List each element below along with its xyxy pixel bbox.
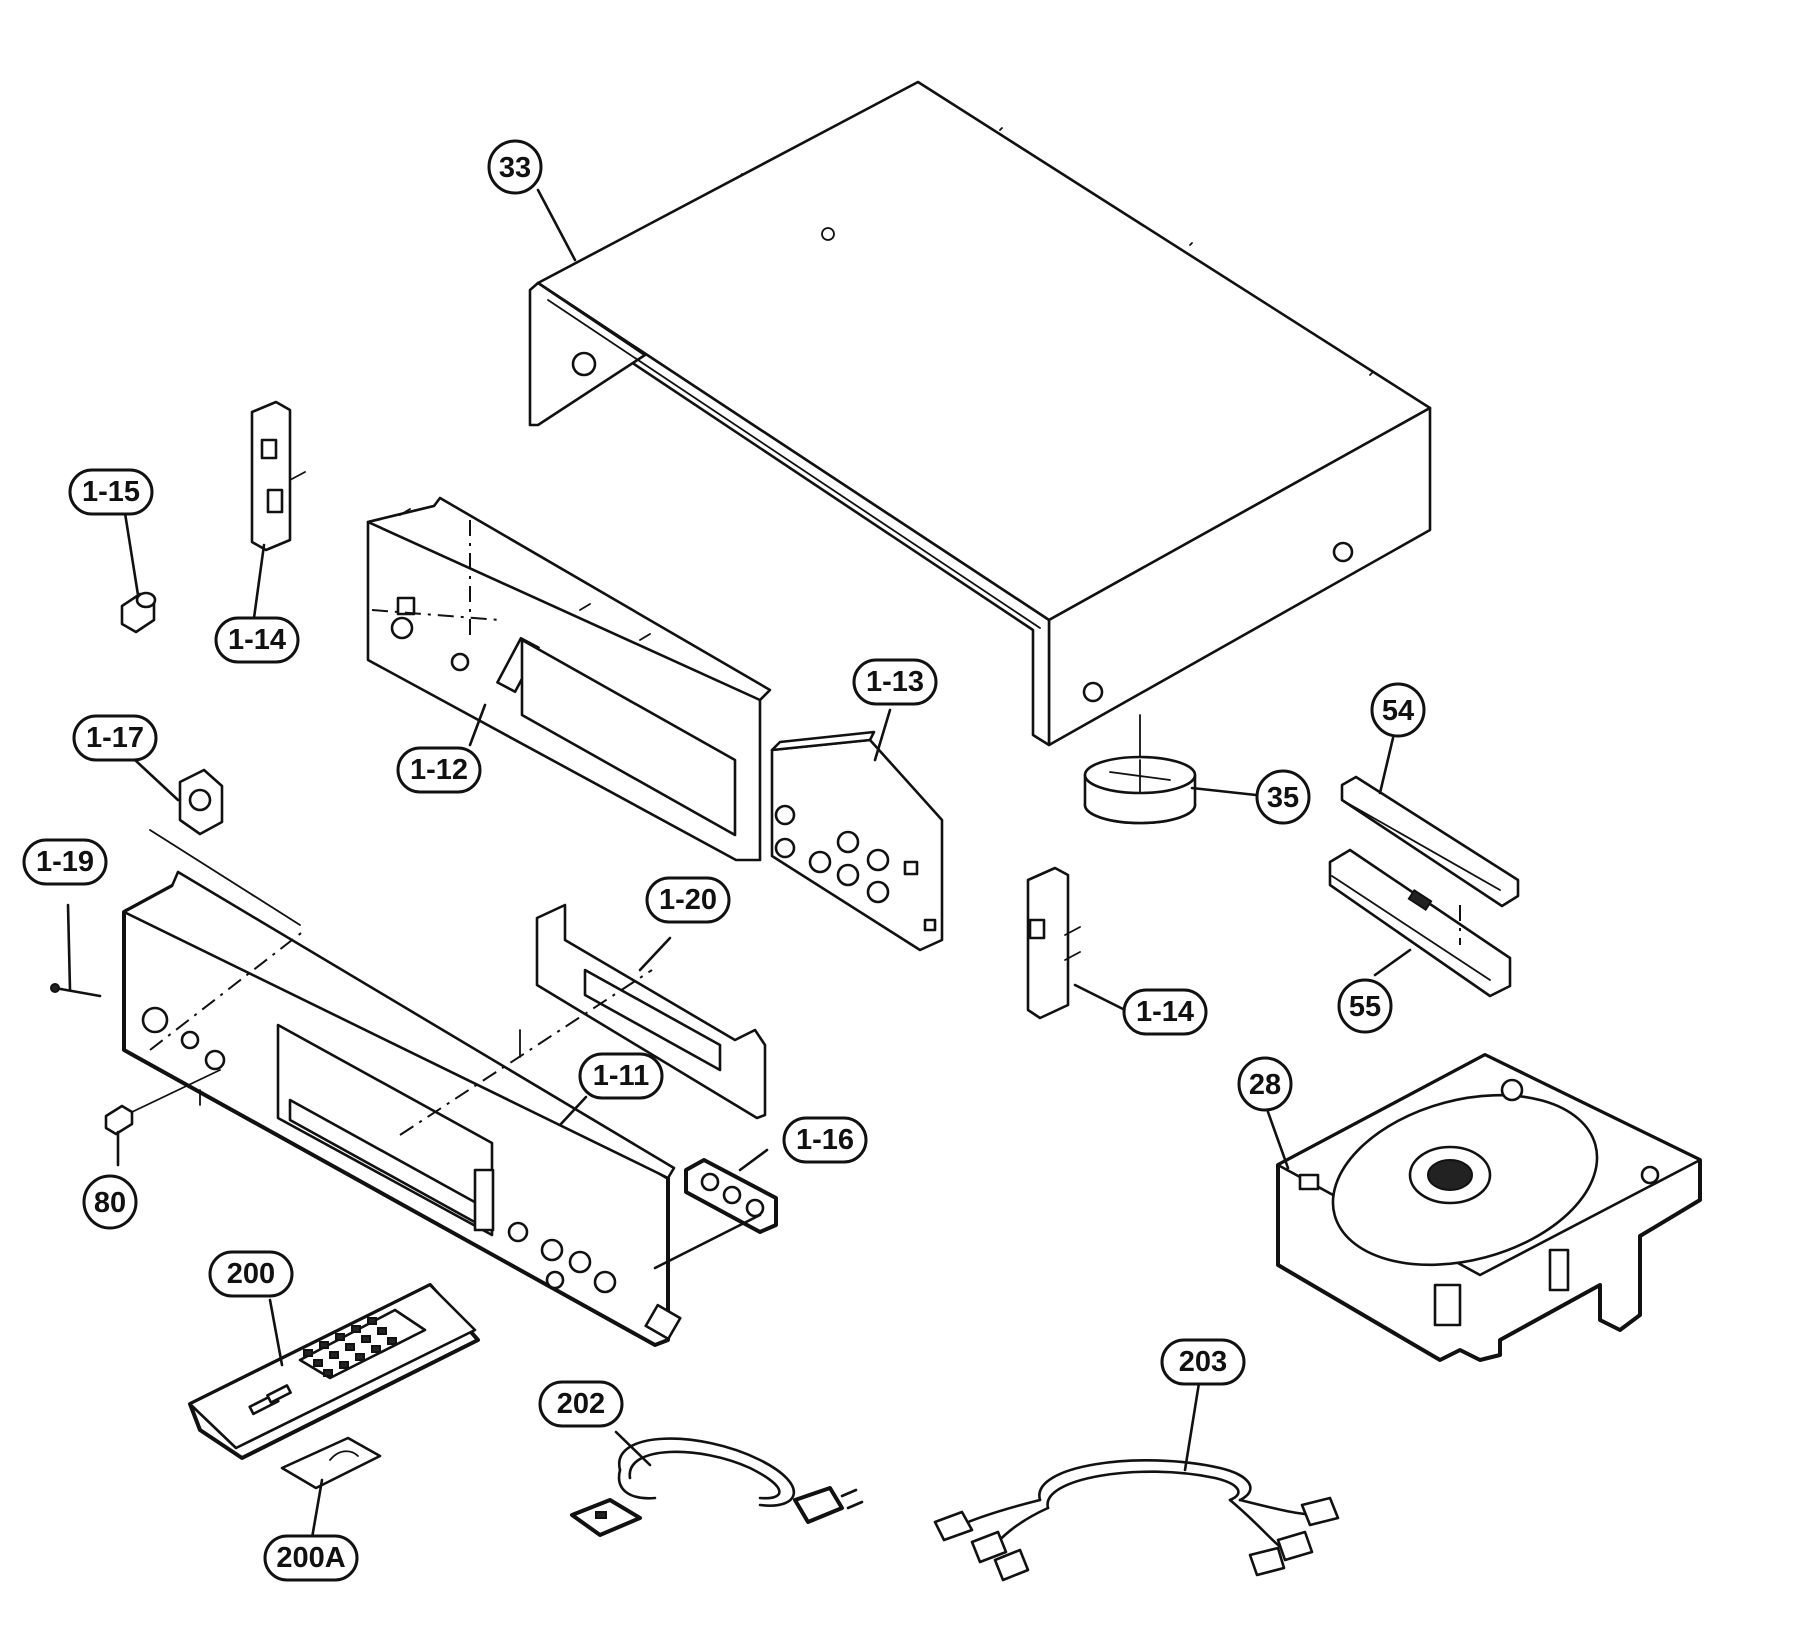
bracket-part-1-14-right	[1026, 866, 1081, 1020]
leader-lines	[66, 188, 1412, 1540]
svg-text:1-11: 1-11	[593, 1060, 649, 1092]
svg-text:35: 35	[1267, 782, 1299, 814]
chassis-part-1-12	[366, 496, 772, 862]
knob-part-1-15	[120, 591, 157, 634]
av-cable-part-203	[933, 1459, 1340, 1582]
svg-text:1-15: 1-15	[82, 476, 140, 508]
rca-plugs-left	[933, 1510, 1030, 1582]
bar-part-55	[1328, 848, 1512, 998]
front-panel-part-1-11	[122, 870, 682, 1347]
callout-1-17: 1-17	[72, 714, 158, 762]
callout-200A: 200A	[263, 1534, 359, 1582]
callout-1-11: 1-11	[578, 1052, 664, 1100]
power-cord-part-202	[570, 1437, 864, 1537]
rca-plugs-right	[1248, 1496, 1340, 1577]
callout-35: 35	[1255, 769, 1311, 825]
svg-text:1-12: 1-12	[410, 754, 468, 786]
svg-text:1-14: 1-14	[1136, 996, 1194, 1028]
svg-text:1-19: 1-19	[36, 846, 94, 878]
callout-1-14-right: 1-14	[1122, 988, 1208, 1036]
callout-54: 54	[1370, 682, 1426, 738]
cap-part-80	[104, 1069, 221, 1136]
card-part-200a	[280, 1436, 382, 1490]
callout-1-15: 1-15	[68, 468, 154, 516]
callout-1-14-top: 1-14	[214, 616, 300, 664]
remote-keypad	[303, 1317, 397, 1377]
callout-200: 200	[208, 1250, 294, 1298]
callout-202: 202	[538, 1380, 624, 1428]
disc-mechanism-part-28	[1276, 1053, 1702, 1362]
remote-control-part-200	[188, 1283, 480, 1460]
svg-text:54: 54	[1382, 695, 1414, 727]
svg-text:200: 200	[227, 1258, 275, 1290]
window-frame-part-1-20	[535, 903, 767, 1120]
foot-part-35	[1083, 714, 1197, 825]
pin-part-1-19	[50, 983, 102, 998]
svg-text:1-20: 1-20	[659, 884, 717, 916]
bar-part-54	[1340, 775, 1520, 908]
svg-text:33: 33	[499, 152, 531, 184]
svg-text:1-16: 1-16	[796, 1124, 854, 1156]
callout-1-13: 1-13	[852, 658, 938, 706]
button-strip-part-1-16	[684, 1158, 778, 1234]
callout-1-16: 1-16	[782, 1116, 868, 1164]
svg-text:200A: 200A	[276, 1542, 345, 1574]
button-part-1-17	[149, 768, 301, 926]
callout-28: 28	[1237, 1056, 1293, 1112]
svg-text:203: 203	[1179, 1346, 1227, 1378]
top-cover-part-33	[528, 80, 1432, 747]
callout-55: 55	[1337, 978, 1393, 1034]
svg-text:202: 202	[557, 1388, 605, 1420]
callout-1-12: 1-12	[396, 746, 482, 794]
callout-80: 80	[82, 1174, 138, 1230]
jack-panel-part-1-13	[770, 730, 944, 952]
svg-text:1-17: 1-17	[86, 722, 144, 754]
svg-text:28: 28	[1249, 1069, 1281, 1101]
bracket-part-1-14-top	[250, 400, 306, 552]
callout-1-20: 1-20	[645, 876, 731, 924]
callouts: 33 1-15 1-14 1-13 1-12 1-17 35 54	[22, 139, 1426, 1582]
svg-text:55: 55	[1349, 991, 1381, 1023]
callout-203: 203	[1160, 1338, 1246, 1386]
callout-1-19: 1-19	[22, 838, 108, 886]
svg-text:80: 80	[94, 1187, 126, 1219]
svg-text:1-13: 1-13	[866, 666, 924, 698]
svg-text:1-14: 1-14	[228, 624, 286, 656]
callout-33: 33	[487, 139, 543, 195]
